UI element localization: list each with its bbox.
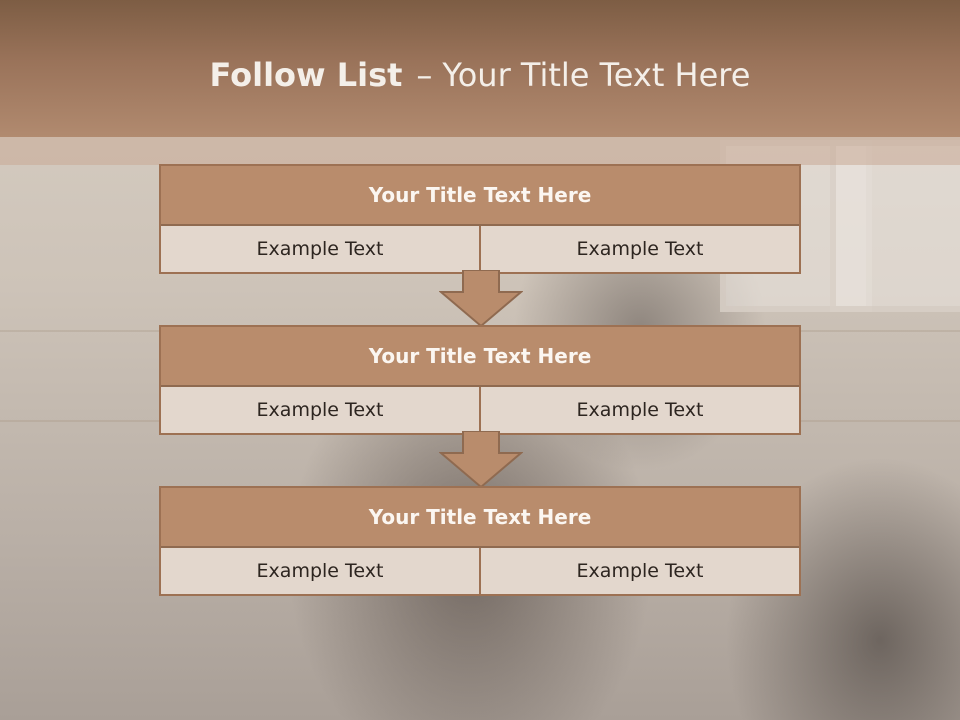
block-cell-left: Example Text (256, 399, 384, 421)
slide-title-separator: – (416, 56, 433, 94)
list-block-3: Your Title Text Here Example Text Exampl… (159, 486, 801, 596)
block-row: Example Text Example Text (161, 387, 799, 433)
slide-title-rest: Your Title Text Here (442, 56, 751, 94)
block-cell-right: Example Text (479, 387, 799, 433)
header-band (0, 0, 960, 137)
block-cell-left: Example Text (256, 238, 384, 260)
background-window (830, 140, 960, 312)
down-arrow-icon (439, 270, 523, 328)
block-row: Example Text Example Text (161, 226, 799, 272)
list-block-2: Your Title Text Here Example Text Exampl… (159, 325, 801, 435)
block-cell-right: Example Text (479, 226, 799, 272)
slide-title: Follow List–Your Title Text Here (0, 52, 960, 98)
header-strip (0, 137, 960, 165)
block-title: Your Title Text Here (161, 327, 799, 387)
down-arrow-icon (439, 431, 523, 489)
block-title: Your Title Text Here (161, 166, 799, 226)
block-cell-left: Example Text (256, 560, 384, 582)
block-row: Example Text Example Text (161, 548, 799, 594)
block-cell-right: Example Text (479, 548, 799, 594)
block-title: Your Title Text Here (161, 488, 799, 548)
slide-title-bold: Follow List (209, 56, 403, 94)
list-block-1: Your Title Text Here Example Text Exampl… (159, 164, 801, 274)
